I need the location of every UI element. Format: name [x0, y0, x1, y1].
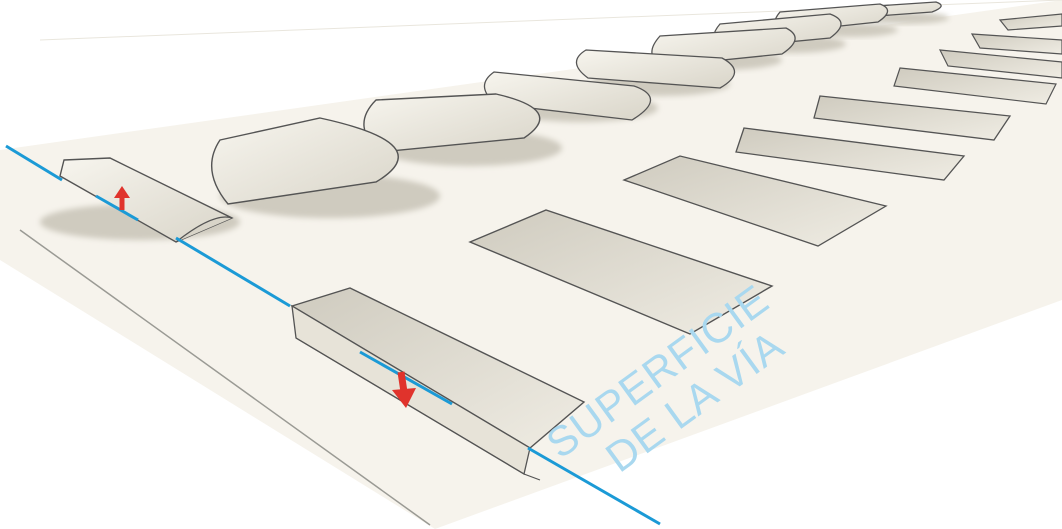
speed-bump: [211, 117, 440, 218]
speed-bump: [363, 93, 562, 166]
sunken-level-marker: [359, 350, 453, 406]
rumble-groove: [735, 127, 966, 181]
rumble-groove: [622, 155, 888, 247]
road-profile-edge: [295, 337, 541, 481]
rumble-groove: [970, 33, 1062, 55]
speed-bump-cutaway: [40, 157, 240, 243]
rumble-groove: [938, 49, 1062, 79]
up-arrow-icon: [114, 186, 130, 210]
rumble-groove: [893, 67, 1057, 105]
speed-bump: [483, 71, 658, 122]
speed-bump-row: [40, 1, 949, 243]
rumble-groove: [998, 13, 1062, 31]
rumble-groove: [813, 95, 1012, 141]
rumble-groove: [468, 209, 774, 335]
surface-reference-line: [5, 144, 661, 526]
raised-level-marker: [95, 194, 139, 222]
road-near-edge: [19, 229, 431, 526]
down-arrow-icon: [392, 371, 416, 408]
